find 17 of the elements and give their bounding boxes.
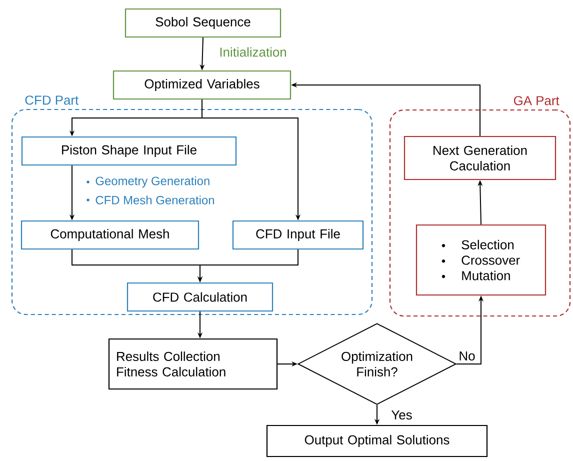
- process-box: Next Generation Caculation: [404, 136, 556, 180]
- process-box: Optimized Variables: [112, 70, 292, 100]
- edge-label: Yes: [390, 409, 414, 420]
- edge-label: No: [458, 350, 476, 362]
- bullet-note: CFD Mesh Generation: [86, 196, 214, 204]
- node-label: GA Part: [514, 96, 560, 106]
- process-box: Piston Shape Input File: [21, 136, 237, 166]
- node-label: CFD Part: [25, 96, 79, 105]
- bullet-note: Geometry Generation: [86, 176, 210, 188]
- process-box: Results Collection Fitness Calculation: [108, 338, 278, 390]
- edge-label: Initialization: [218, 46, 288, 58]
- process-box: Sobol Sequence: [124, 8, 282, 38]
- process-box: CFD Input File: [232, 220, 364, 250]
- process-box: Output Optimal Solutions: [266, 424, 488, 458]
- process-box: CFD Calculation: [126, 282, 274, 312]
- process-box: Selection Crossover Mutation: [416, 224, 546, 296]
- process-box: Computational Mesh: [20, 220, 200, 250]
